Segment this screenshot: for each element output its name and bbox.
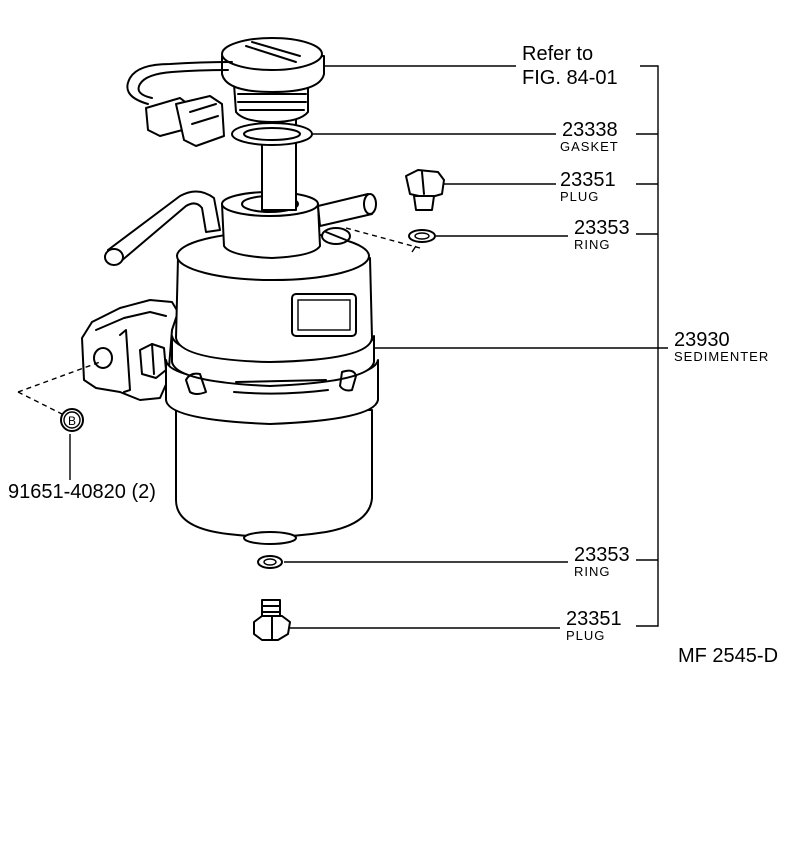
wire-connector bbox=[126, 61, 233, 147]
ring-bottom-part bbox=[257, 555, 283, 569]
refer-line2: FIG. 84-01 bbox=[522, 67, 618, 89]
plug-bottom-name: PLUG bbox=[566, 628, 605, 643]
sedimenter-number: 23930 bbox=[674, 329, 730, 351]
gasket-number: 23338 bbox=[562, 119, 618, 141]
ring-top-name: RING bbox=[574, 237, 611, 252]
ring-top-number: 23353 bbox=[574, 217, 630, 239]
ring-bottom-name: RING bbox=[574, 564, 611, 579]
figure-code: MF 2545-D bbox=[678, 645, 778, 667]
marker-letter: B bbox=[68, 414, 76, 428]
sedimenter-upper-body bbox=[175, 231, 373, 363]
plug-top-name: PLUG bbox=[560, 189, 599, 204]
plug-bottom-part bbox=[253, 599, 291, 641]
plug-top-number: 23351 bbox=[560, 169, 616, 191]
bolt-marker: B bbox=[60, 408, 84, 432]
inlet-pipe bbox=[104, 190, 221, 266]
dashed-leaders bbox=[17, 227, 421, 415]
plug-bottom-number: 23351 bbox=[566, 608, 622, 630]
top-drain-fitting bbox=[321, 227, 351, 245]
group-brace bbox=[636, 65, 659, 627]
gasket-name: GASKET bbox=[560, 139, 619, 154]
bracket-bolt bbox=[139, 343, 167, 379]
sensor-cap bbox=[221, 37, 325, 123]
sight-window bbox=[291, 293, 357, 337]
outlet-pipe bbox=[317, 193, 377, 227]
refer-line1: Refer to bbox=[522, 43, 593, 65]
ring-top-part bbox=[408, 229, 436, 243]
gasket-part bbox=[231, 122, 313, 146]
bolt-number: 91651-40820 (2) bbox=[8, 481, 156, 503]
sedimenter-bowl bbox=[175, 409, 373, 545]
leader-lines bbox=[69, 65, 668, 629]
ring-bottom-number: 23353 bbox=[574, 544, 630, 566]
plug-top-part bbox=[405, 169, 445, 211]
sedimenter-name: SEDIMENTER bbox=[674, 349, 769, 364]
